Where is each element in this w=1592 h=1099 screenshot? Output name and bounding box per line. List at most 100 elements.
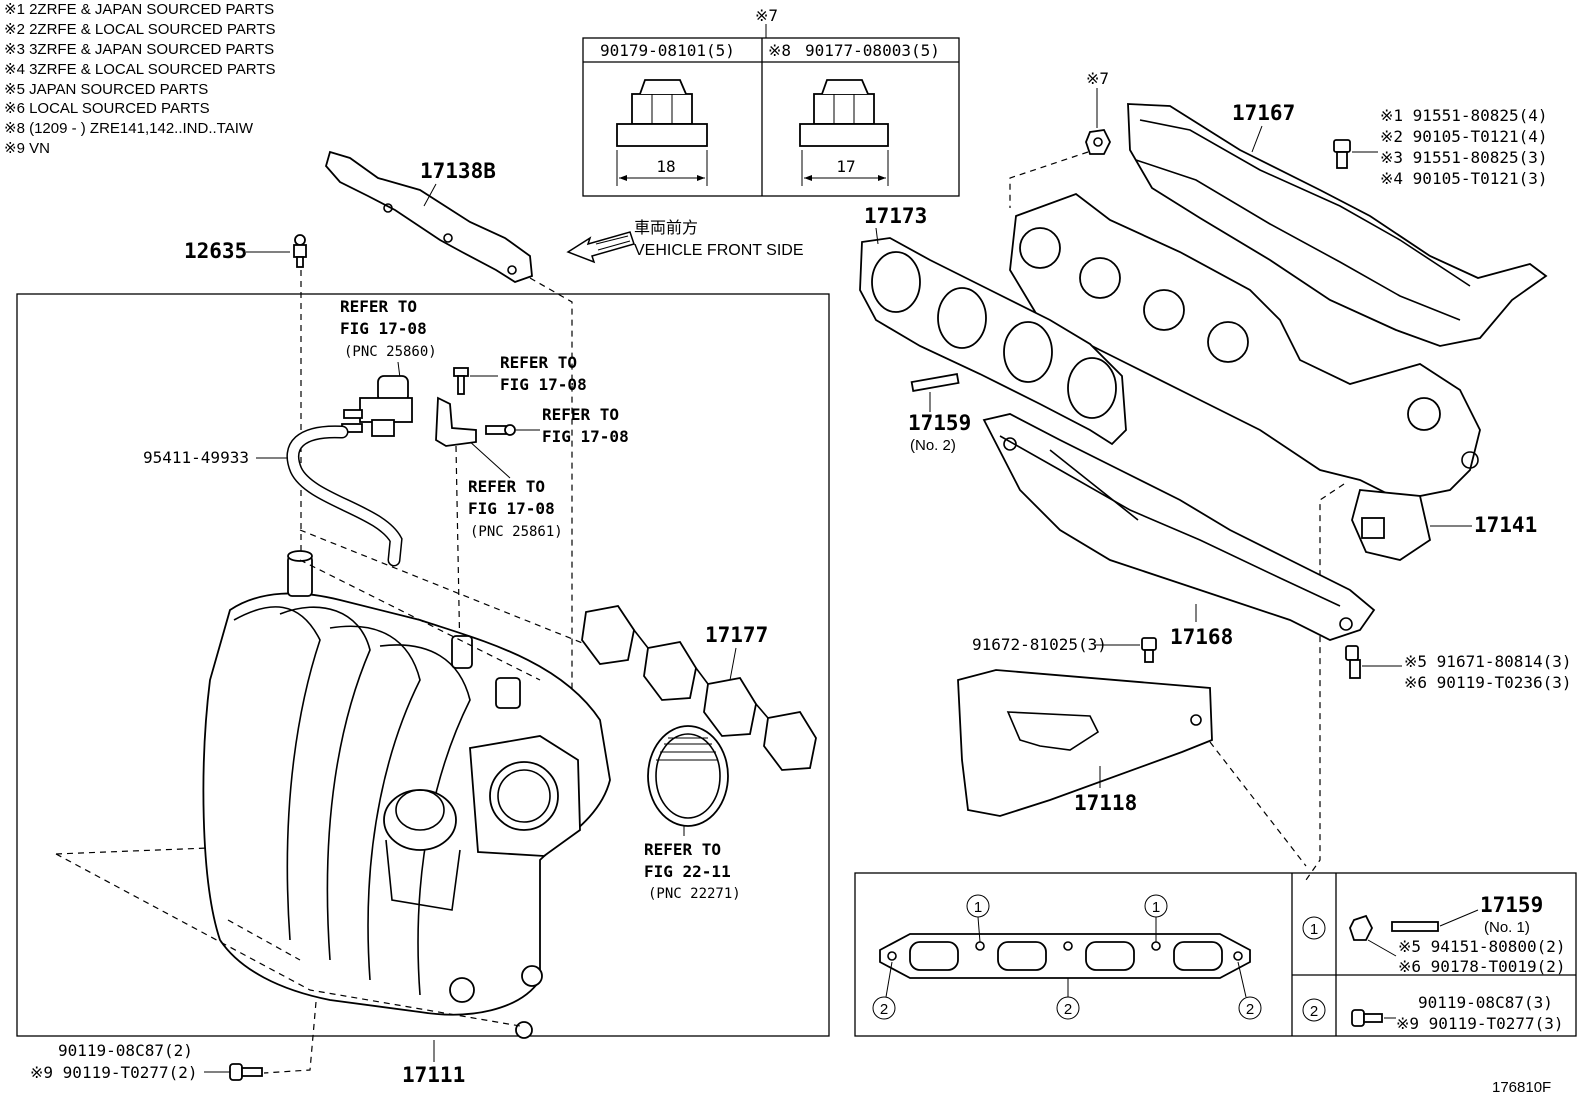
nut-right-mark: ※8 [768, 41, 791, 60]
hex-nut-left-icon [616, 79, 708, 147]
svg-text:1: 1 [1152, 899, 1160, 916]
callout-2a: 2 [872, 996, 896, 1020]
exhaust-manifold-icon [1009, 192, 1481, 561]
refer4-line1: REFER TO [468, 477, 545, 496]
bracket-17138B-icon [325, 150, 533, 283]
hex-nut-right-icon [799, 79, 889, 147]
label-17167: 17167 [1232, 101, 1295, 125]
refer5-line3: (PNC 22271) [648, 886, 741, 902]
label-hose: 95411-49933 [143, 448, 249, 467]
label-17111: 17111 [402, 1063, 465, 1087]
label-17159-no2: (No. 2) [910, 437, 956, 454]
refer4-line3: (PNC 25861) [470, 524, 563, 540]
intake-manifold-17111-icon [202, 550, 611, 1039]
hb1-label: ※1 91551-80825(4) [1380, 106, 1548, 125]
callout-1b: 1 [1144, 894, 1168, 918]
heat-insulator-17167-icon [1127, 103, 1548, 347]
refer1-line1: REFER TO [340, 297, 417, 316]
refer5-line1: REFER TO [644, 840, 721, 859]
mark7-right: ※7 [1086, 69, 1109, 88]
screw-icon [485, 424, 516, 436]
row1-key: 1 [1302, 916, 1326, 940]
row1-a: ※5 94151-80800(2) [1398, 937, 1566, 956]
refer4-line2: FIG 17-08 [468, 499, 555, 518]
stud-17159-icon [910, 373, 960, 392]
vsv-valve-icon [341, 375, 413, 437]
hb4-label: ※4 90105-T0121(3) [1380, 169, 1548, 188]
nut-table: ※7 90179-08101(5) ※8 90177-08003(5) 18 [582, 6, 960, 197]
exhaust-gasket-icon [879, 933, 1251, 979]
nut-table-mark: ※7 [755, 6, 778, 25]
bolt-lower-icon [1345, 645, 1361, 679]
svg-text:2: 2 [1310, 1003, 1318, 1020]
label-12635: 12635 [184, 239, 247, 263]
lb5-label: ※5 91671-80814(3) [1404, 652, 1572, 671]
label-91672: 91672-81025(3) [972, 635, 1107, 654]
throttle-gasket-mesh-icon [647, 725, 729, 827]
stud-nut-icon [1349, 914, 1439, 941]
nut-left-dim: 18 [656, 157, 675, 176]
stud-12635-icon [293, 234, 307, 268]
direction-en: VEHICLE FRONT SIDE [634, 242, 804, 259]
note-9: ※9 VN [4, 140, 50, 157]
label-17168: 17168 [1170, 625, 1233, 649]
flange-nut-icon [1085, 129, 1112, 155]
hb2-label: ※2 90105-T0121(4) [1380, 127, 1548, 146]
lb6-label: ※6 90119-T0236(3) [1404, 673, 1572, 692]
notes-list: ※1 2ZRFE & JAPAN SOURCED PARTS ※2 2ZRFE … [4, 1, 276, 157]
hb3-label: ※3 91551-80825(3) [1380, 148, 1548, 167]
refer3-line2: FIG 17-08 [542, 427, 629, 446]
vehicle-front-arrow-icon [566, 231, 635, 264]
note-3: ※3 3ZRFE & JAPAN SOURCED PARTS [4, 41, 274, 58]
bolt-a-label: 90119-08C87(2) [58, 1041, 193, 1060]
label-17118: 17118 [1074, 791, 1137, 815]
callout-1a: 1 [966, 894, 990, 918]
refer5-line2: FIG 22-11 [644, 862, 731, 881]
refer2-line1: REFER TO [500, 353, 577, 372]
nut-left-header: 90179-08101(5) [600, 41, 735, 60]
nut-right-header: 90177-08003(5) [805, 41, 940, 60]
svg-text:2: 2 [1064, 1001, 1072, 1018]
bolt-b-label: ※9 90119-T0277(2) [30, 1063, 198, 1082]
row2-bolt-icon [1351, 1009, 1383, 1027]
label-17159: 17159 [908, 411, 971, 435]
svg-text:1: 1 [974, 899, 982, 916]
nut-right-dim: 17 [836, 157, 855, 176]
intake-manifold-frame [16, 293, 830, 1037]
refer1-line2: FIG 17-08 [340, 319, 427, 338]
svg-text:1: 1 [1310, 921, 1318, 938]
figure-code: 176810F [1492, 1079, 1551, 1096]
refer2-line2: FIG 17-08 [500, 375, 587, 394]
direction-jp: 車両前方 [634, 219, 698, 237]
note-8: ※8 (1209 - ) ZRE141,142..IND..TAIW [4, 120, 254, 137]
row2-b: ※9 90119-T0277(3) [1396, 1014, 1564, 1033]
note-6: ※6 LOCAL SOURCED PARTS [4, 100, 210, 117]
label-17173: 17173 [864, 204, 927, 228]
callout-2c: 2 [1238, 996, 1262, 1020]
heat-insulator-17168-icon [982, 413, 1376, 641]
row2-a: 90119-08C87(3) [1418, 993, 1553, 1012]
callout-2b: 2 [1056, 996, 1080, 1020]
label-17177: 17177 [705, 623, 768, 647]
bracket-17118-icon [957, 669, 1213, 817]
svg-text:2: 2 [880, 1001, 888, 1018]
gasket-17177-icon [581, 605, 817, 771]
label-17141: 17141 [1474, 513, 1537, 537]
row1-part: 17159 [1480, 893, 1543, 917]
refer1-line3: (PNC 25860) [344, 344, 437, 360]
gasket-17173-icon [859, 237, 1127, 446]
note-5: ※5 JAPAN SOURCED PARTS [4, 81, 208, 98]
row2-key: 2 [1302, 998, 1326, 1022]
hex-bolt-icon [1333, 139, 1351, 169]
bolt-flange-icon [229, 1063, 263, 1081]
label-17138B: 17138B [420, 159, 496, 183]
refer3-line1: REFER TO [542, 405, 619, 424]
vacuum-hose-icon [286, 425, 403, 567]
row1-b: ※6 90178-T0019(2) [1398, 957, 1566, 976]
legend-table: 1 1 2 2 2 1 2 [854, 872, 1577, 1037]
bolt-small-icon [453, 367, 469, 395]
note-2: ※2 2ZRFE & LOCAL SOURCED PARTS [4, 21, 276, 38]
row1-sub: (No. 1) [1484, 919, 1530, 936]
